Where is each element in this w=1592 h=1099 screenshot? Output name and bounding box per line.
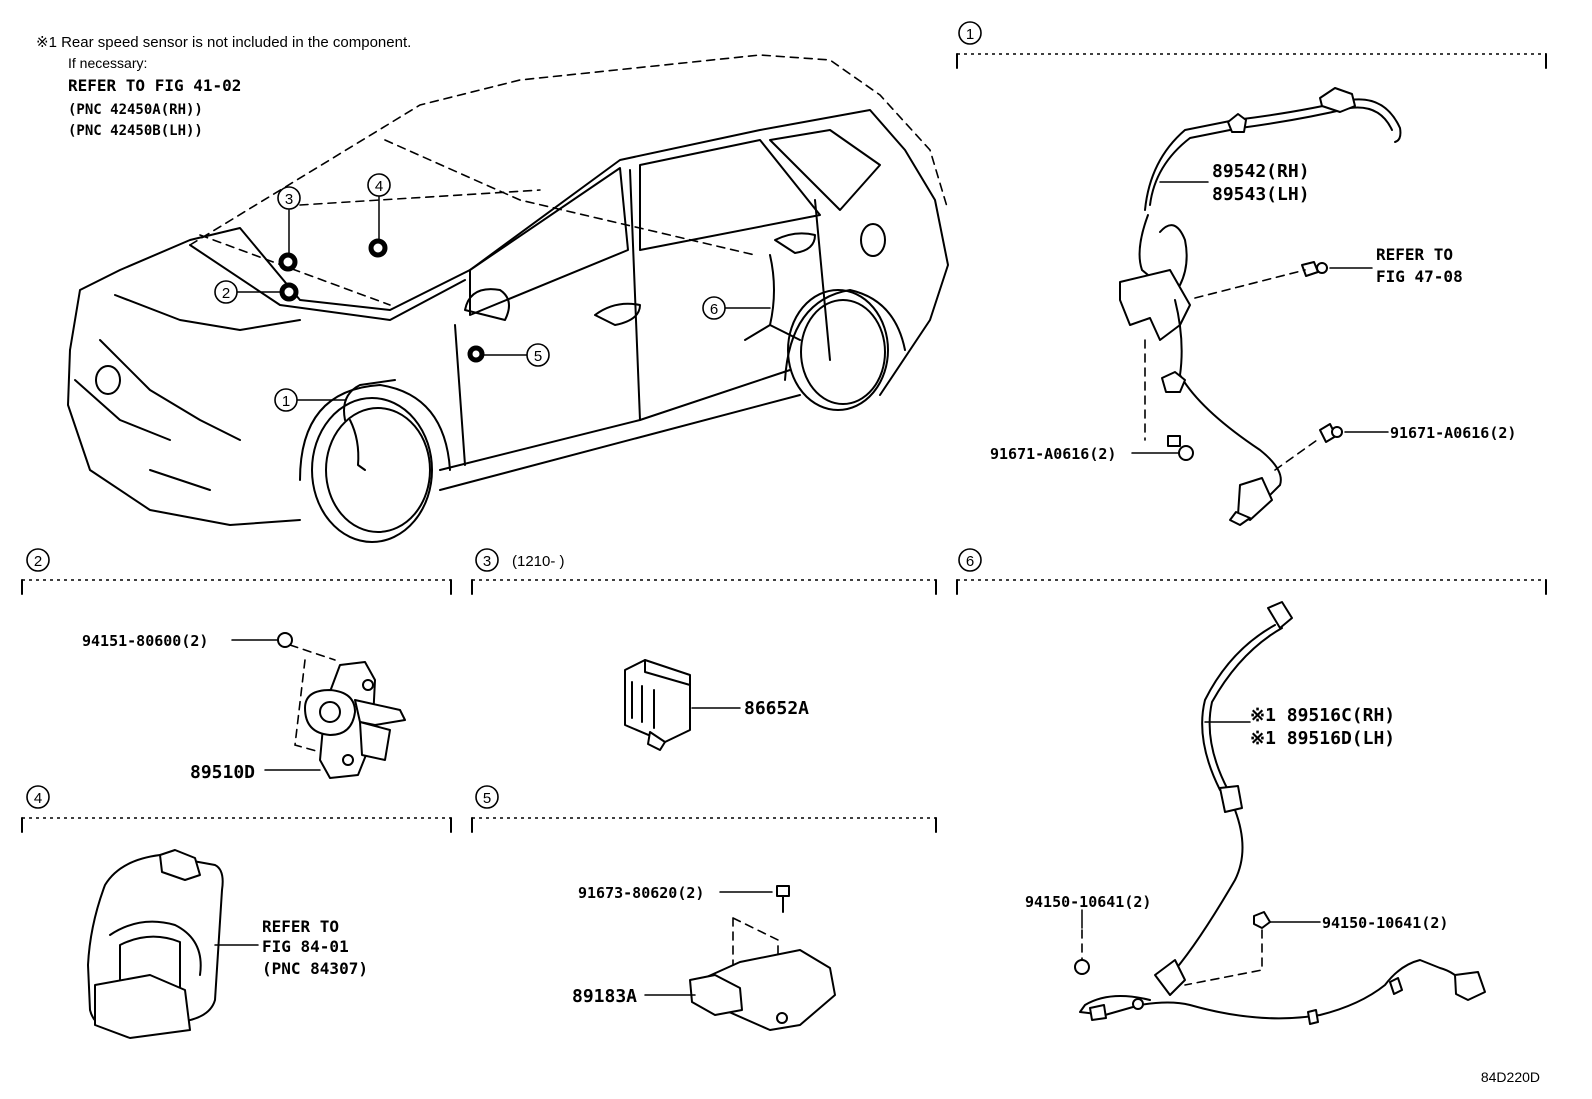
refer-fig-84-line1: REFER TO bbox=[262, 917, 339, 936]
section-4-number: 4 bbox=[34, 790, 42, 807]
label-bolt-91673: 91673-80620(2) bbox=[578, 884, 704, 902]
label-89183A: 89183A bbox=[572, 986, 637, 1007]
rear-speed-sensor bbox=[1074, 601, 1486, 1025]
label-86652A: 86652A bbox=[744, 698, 809, 719]
callout-2-circle bbox=[214, 280, 238, 304]
note-line-5: (PNC 42450B(LH)) bbox=[68, 123, 203, 139]
label-89542: 89542(RH) bbox=[1212, 161, 1310, 182]
label-89543: 89543(LH) bbox=[1212, 184, 1310, 205]
callouts: 3 4 2 1 5 6 bbox=[214, 173, 771, 412]
callout-4-circle bbox=[367, 173, 391, 197]
front-speed-sensor bbox=[1119, 87, 1402, 526]
label-89516C: ※1 89516C(RH) bbox=[1250, 705, 1395, 726]
callout-3-circle bbox=[277, 186, 301, 210]
callout-1: 1 bbox=[282, 393, 290, 410]
section-headers: 1 2 3 (1210- ) 6 4 5 bbox=[21, 21, 1547, 833]
callout-3: 3 bbox=[285, 191, 293, 208]
vehicle-overview bbox=[67, 54, 949, 543]
note-line-3: REFER TO FIG 41-02 bbox=[68, 76, 241, 95]
label-89510D: 89510D bbox=[190, 762, 255, 783]
label-bolt-91671-left: 91671-A0616(2) bbox=[990, 445, 1116, 463]
spiral-cable bbox=[87, 849, 259, 1039]
note-line-1: ※1 Rear speed sensor is not included in … bbox=[36, 34, 411, 51]
label-nut-94150-left: 94150-10641(2) bbox=[1025, 893, 1151, 911]
section-1-number: 1 bbox=[966, 26, 974, 43]
section-5-number: 5 bbox=[483, 790, 491, 807]
label-bolt-91671-right: 91671-A0616(2) bbox=[1390, 424, 1516, 442]
callout-2: 2 bbox=[222, 285, 230, 302]
label-89516D: ※1 89516D(LH) bbox=[1250, 728, 1395, 749]
note-line-2: If necessary: bbox=[68, 55, 147, 71]
callout-5: 5 bbox=[534, 348, 542, 365]
height-sensor bbox=[231, 632, 406, 779]
section-2-number: 2 bbox=[34, 553, 42, 570]
refer-fig-47-line1: REFER TO bbox=[1376, 245, 1453, 264]
callout-6: 6 bbox=[710, 301, 718, 318]
refer-fig-84-line3: (PNC 84307) bbox=[262, 959, 368, 978]
label-nut-94151: 94151-80600(2) bbox=[82, 632, 208, 650]
refer-fig-47-line2: FIG 47-08 bbox=[1376, 267, 1463, 286]
callout-1-circle bbox=[274, 388, 298, 412]
callout-6-circle bbox=[702, 296, 726, 320]
callout-5-circle bbox=[526, 343, 550, 367]
relay-86652A bbox=[624, 659, 741, 751]
section-3-number: 3 bbox=[483, 553, 491, 570]
section-6-number: 6 bbox=[966, 553, 974, 570]
illustration-code: 84D220D bbox=[1481, 1069, 1540, 1085]
refer-fig-84-line2: FIG 84-01 bbox=[262, 937, 349, 956]
callout-4: 4 bbox=[375, 178, 383, 195]
section-3-range: (1210- ) bbox=[512, 553, 565, 570]
label-nut-94150-right: 94150-10641(2) bbox=[1322, 914, 1448, 932]
yaw-sensor bbox=[644, 885, 836, 1031]
note-line-4: (PNC 42450A(RH)) bbox=[68, 102, 203, 118]
